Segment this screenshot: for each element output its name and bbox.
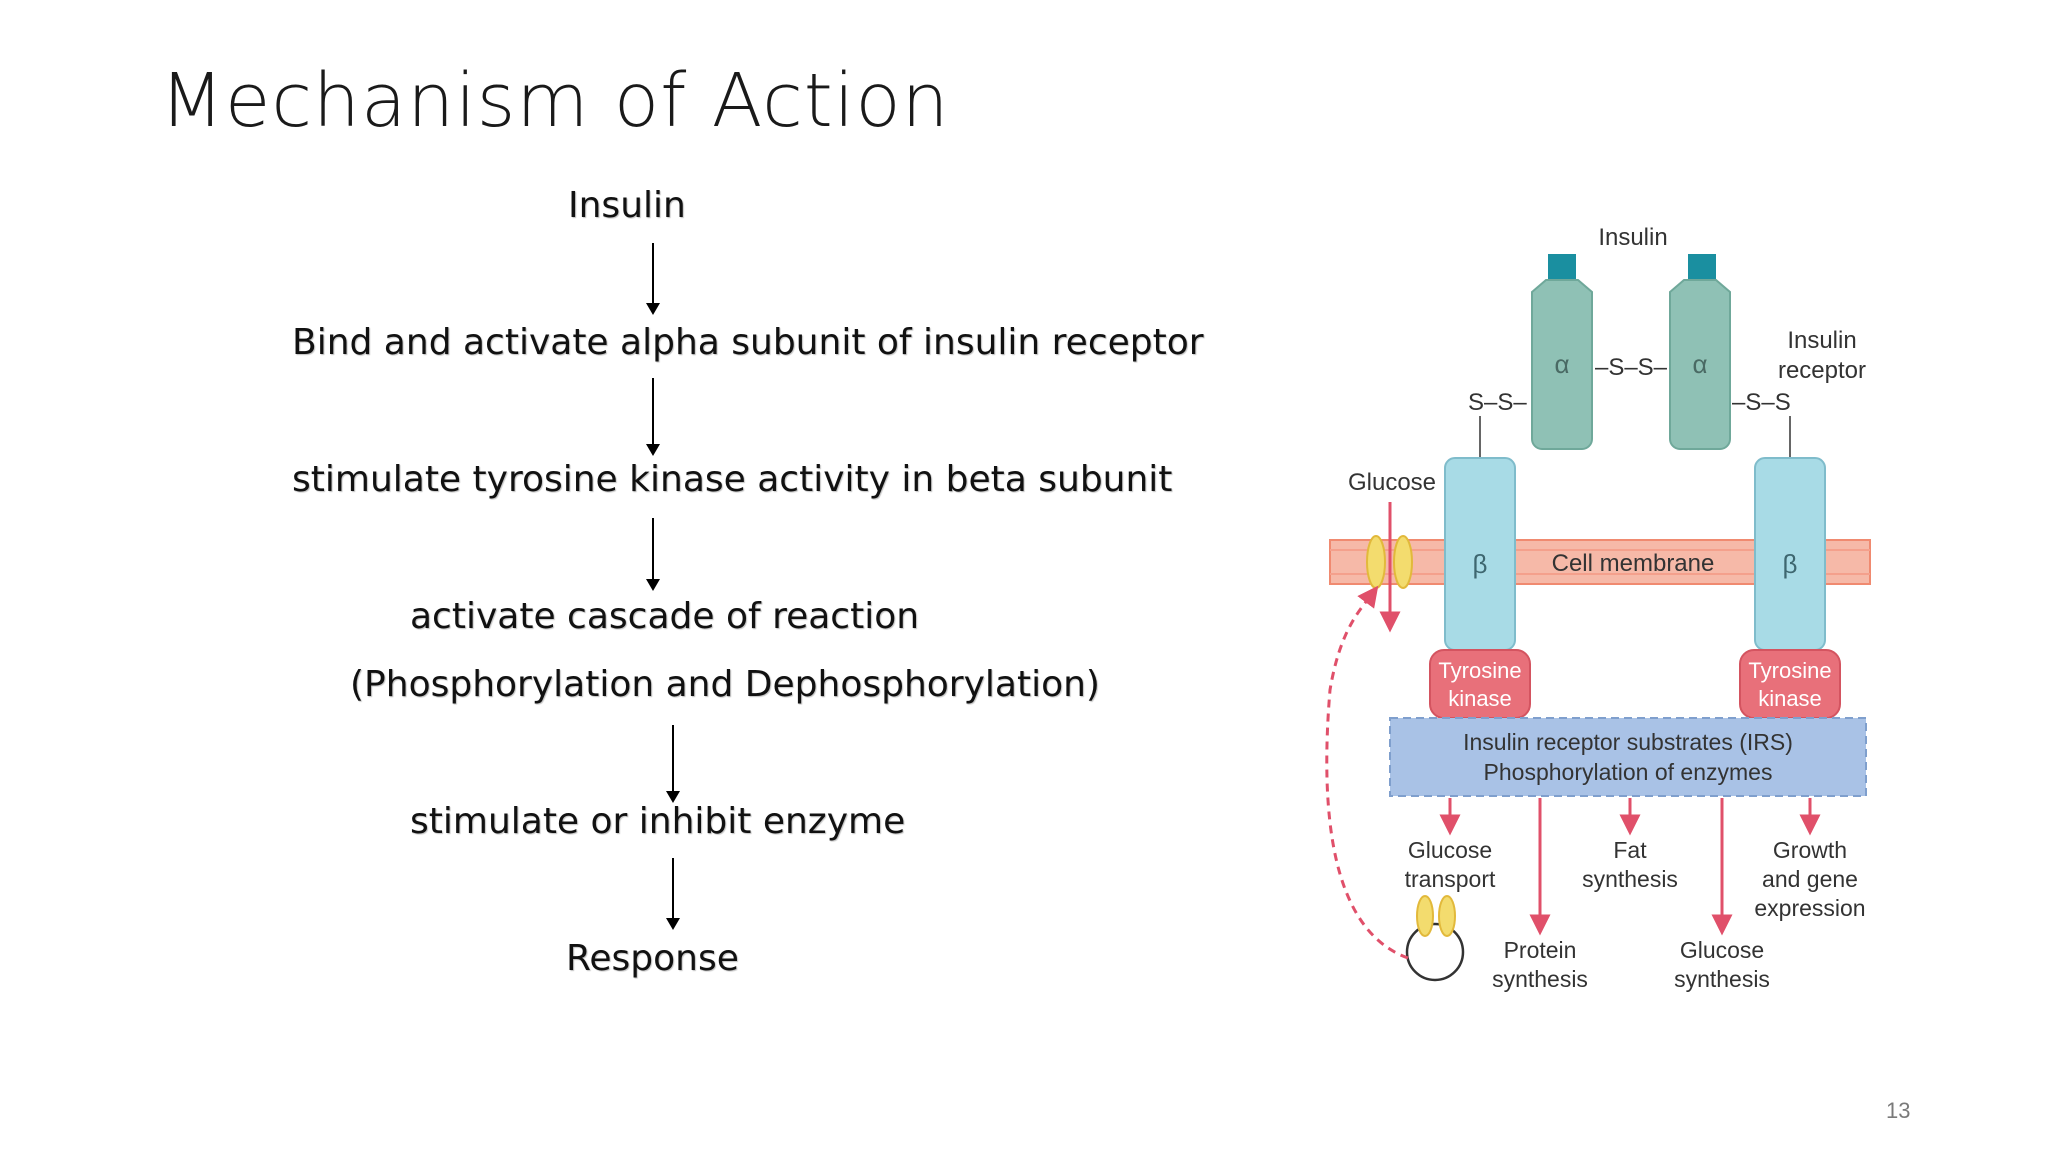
flow-step-enzyme: stimulate or inhibit enzyme: [410, 801, 906, 842]
flow-arrow-2: [646, 378, 660, 456]
svg-text:β: β: [1473, 549, 1488, 579]
glucose-channel-right: [1393, 535, 1413, 589]
alpha-subunit-right: α: [1669, 279, 1731, 450]
flow-step-cascade: activate cascade of reaction: [410, 596, 920, 637]
insulin-receptor-label-1: Insulin: [1787, 327, 1856, 354]
flow-step-tyrosine-kinase: stimulate tyrosine kinase activity in be…: [292, 459, 1173, 500]
irs-box: [1389, 717, 1867, 797]
svg-text:α: α: [1692, 349, 1707, 379]
flow-arrow-5: [666, 858, 680, 930]
glucose-synthesis-label-1: Glucose: [1680, 937, 1764, 963]
disulfide-right: –S–S: [1732, 389, 1791, 416]
vesicle-transporter-right: [1438, 895, 1456, 937]
slide-title: Mechanism of Action: [160, 58, 950, 144]
recycling-arrow: [1325, 585, 1409, 960]
tyrosine-kinase-right: Tyrosine kinase: [1739, 649, 1841, 719]
insulin-receptor-diagram: Insulin α α –S–S– Insulin receptor S–S– …: [1325, 224, 1871, 992]
glucose-synthesis-label-2: synthesis: [1674, 966, 1770, 992]
disulfide-center: –S–S–: [1595, 354, 1668, 381]
svg-text:kinase: kinase: [1448, 686, 1512, 711]
protein-synthesis-label-2: synthesis: [1492, 966, 1588, 992]
page-number: 13: [1886, 1098, 1911, 1123]
flow-step-cascade-detail: (Phosphorylation and Dephosphorylation): [350, 664, 1100, 705]
glucose-transport-label-1: Glucose: [1408, 837, 1492, 863]
flow-step-bind-alpha: Bind and activate alpha subunit of insul…: [292, 322, 1204, 363]
fat-synthesis-label-2: synthesis: [1582, 866, 1678, 892]
fat-synthesis-label-1: Fat: [1613, 837, 1647, 863]
flow-arrow-3: [646, 518, 660, 591]
protein-synthesis-label-1: Protein: [1504, 937, 1577, 963]
alpha-subunit-left: α: [1531, 279, 1593, 450]
insulin-receptor-label-2: receptor: [1778, 357, 1866, 384]
glucose-transport-label-2: transport: [1405, 866, 1496, 892]
vesicle-transporter-left: [1416, 895, 1434, 937]
cell-membrane-label: Cell membrane: [1552, 550, 1715, 577]
flow-arrow-4: [666, 725, 680, 803]
svg-text:β: β: [1783, 549, 1798, 579]
irs-label-1: Insulin receptor substrates (IRS): [1463, 729, 1793, 755]
tyrosine-kinase-left: Tyrosine kinase: [1429, 649, 1531, 719]
irs-label-2: Phosphorylation of enzymes: [1484, 759, 1773, 785]
glucose-vesicle: [1405, 922, 1465, 982]
svg-text:kinase: kinase: [1758, 686, 1822, 711]
glucose-label: Glucose: [1348, 469, 1436, 496]
growth-label-3: expression: [1754, 895, 1865, 921]
flow-step-response: Response: [566, 938, 739, 979]
beta-subunit-left: β: [1444, 457, 1516, 651]
disulfide-left: S–S–: [1468, 389, 1527, 416]
flow-arrow-1: [646, 243, 660, 315]
beta-subunit-right: β: [1754, 457, 1826, 651]
insulin-label: Insulin: [1598, 224, 1667, 251]
svg-text:Tyrosine: Tyrosine: [1748, 658, 1831, 683]
svg-text:Tyrosine: Tyrosine: [1438, 658, 1521, 683]
growth-label-2: and gene: [1762, 866, 1858, 892]
flow-step-insulin: Insulin: [568, 185, 686, 226]
svg-text:α: α: [1554, 349, 1569, 379]
growth-label-1: Growth: [1773, 837, 1847, 863]
glucose-channel-left: [1366, 535, 1386, 589]
